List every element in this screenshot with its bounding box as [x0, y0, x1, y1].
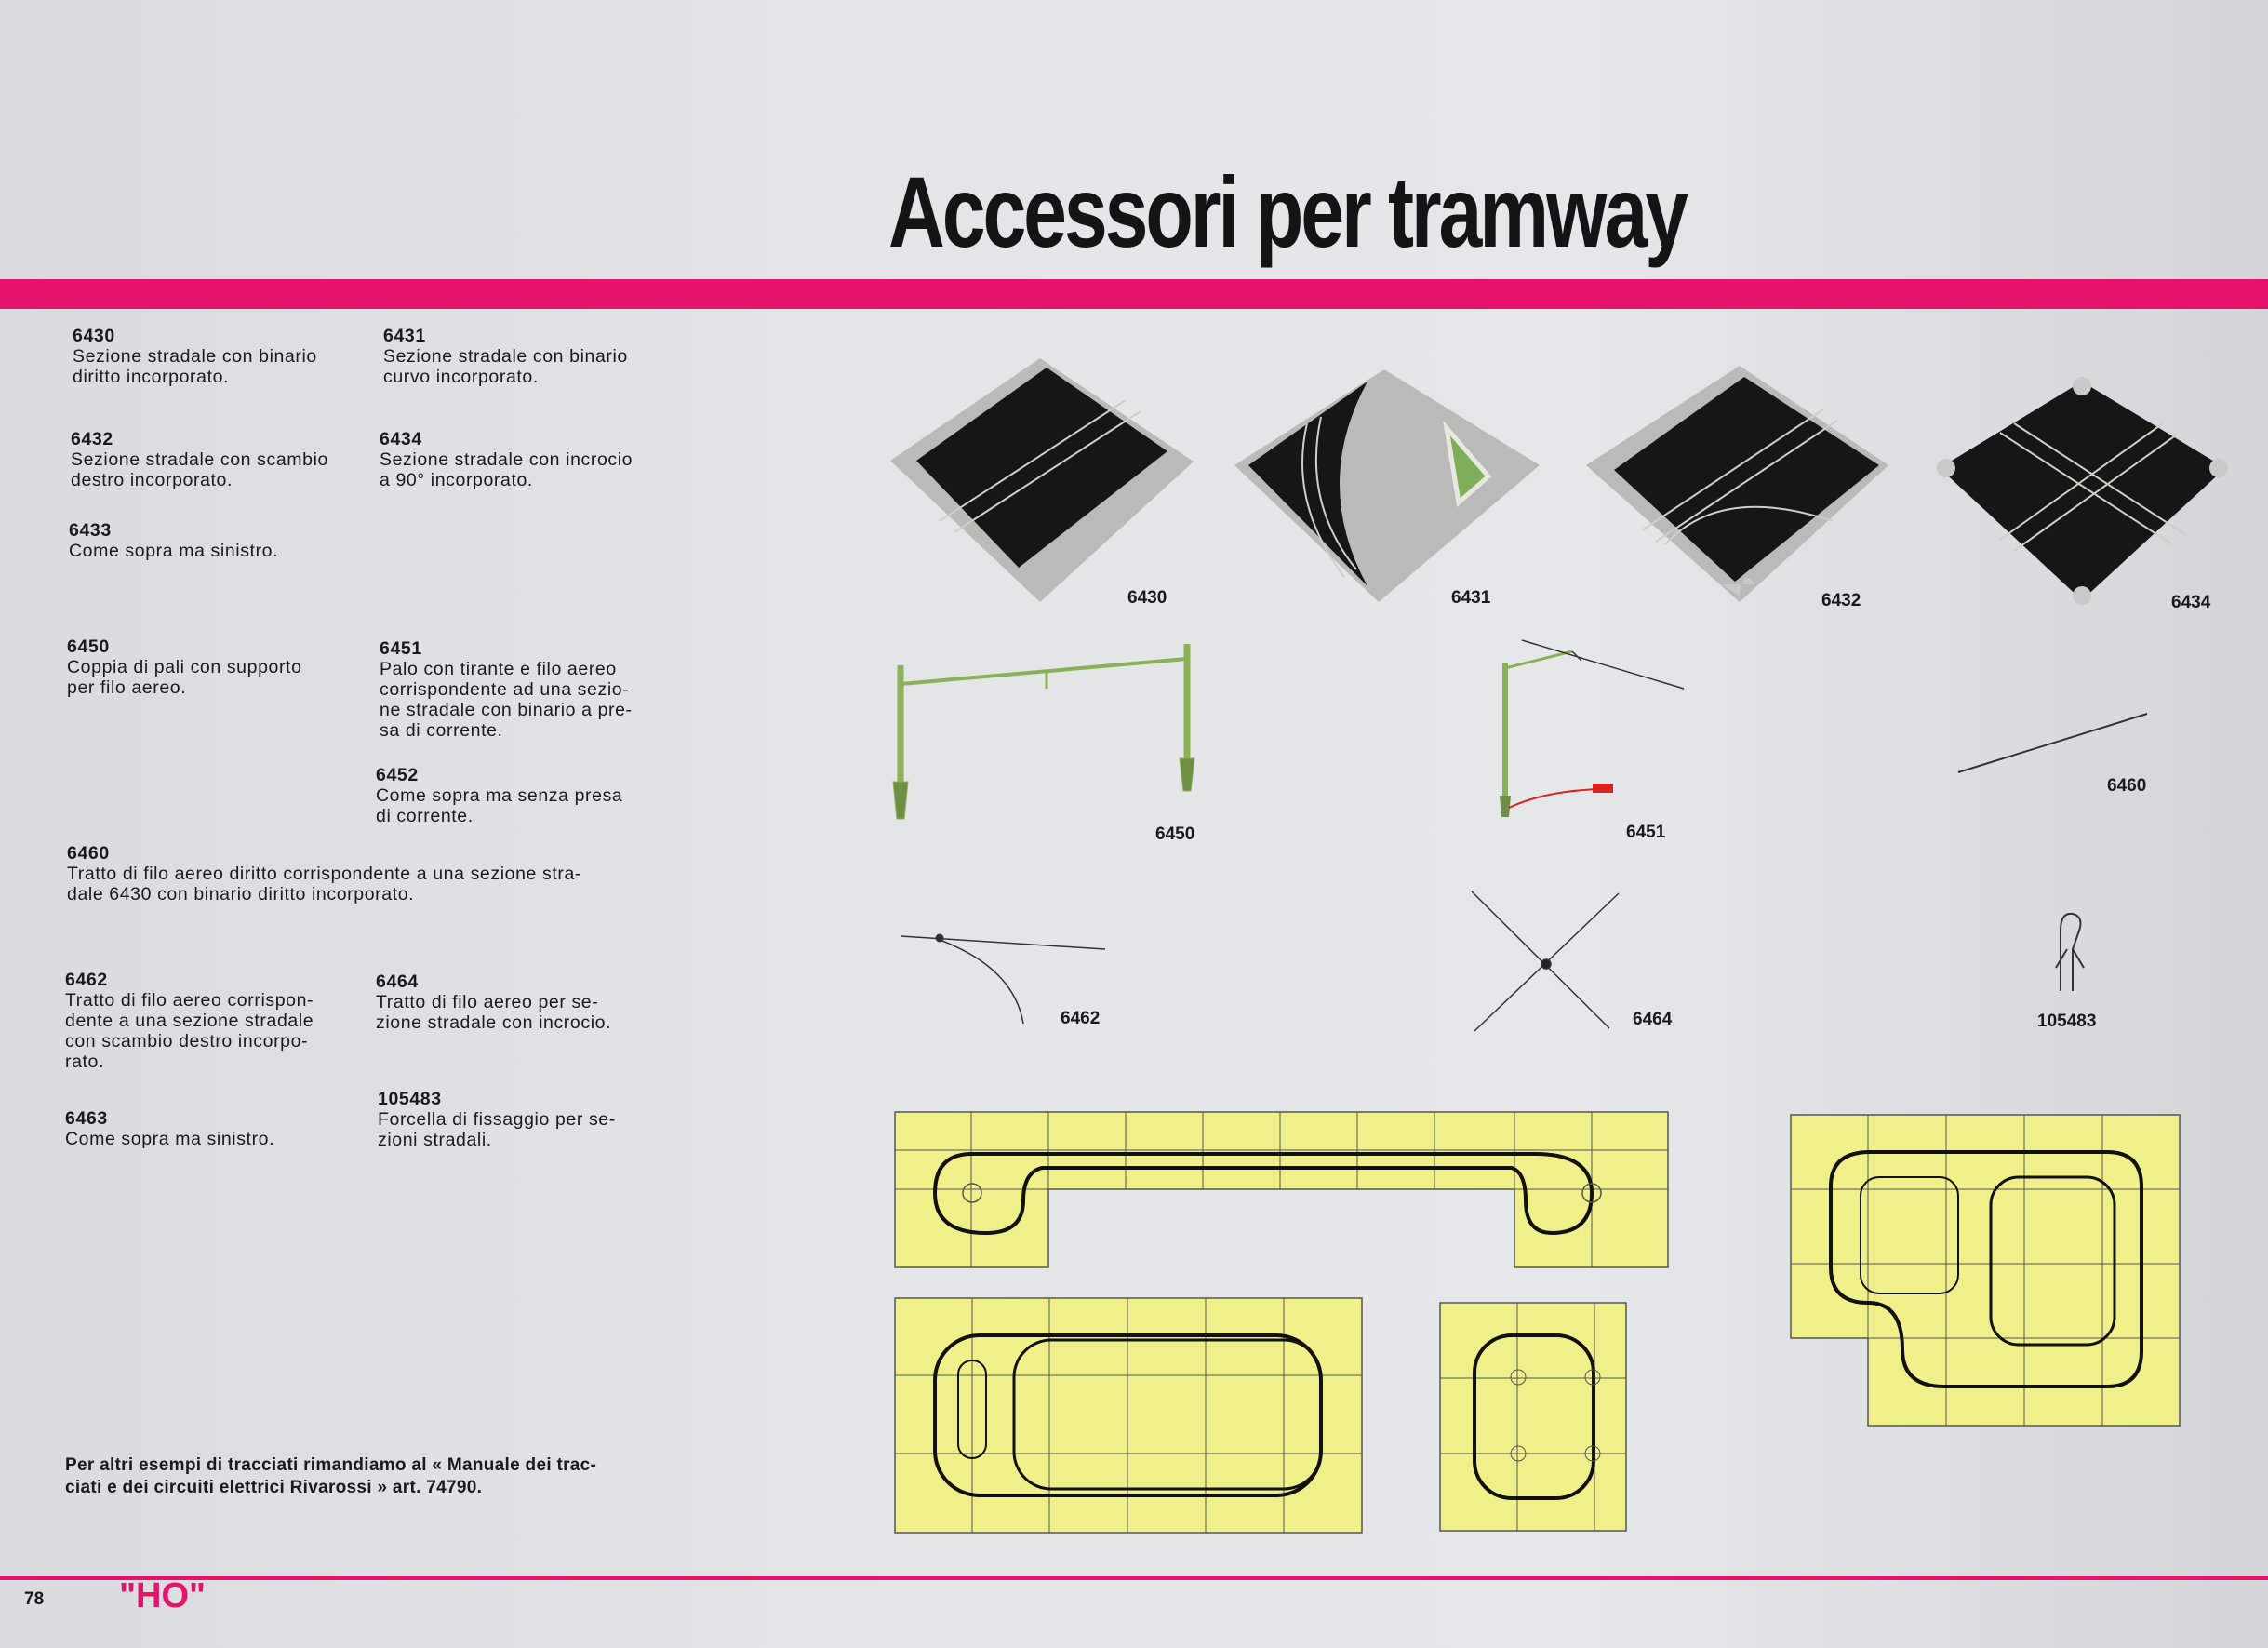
item-code: 6452: [376, 765, 419, 785]
item-6462: 6462 Tratto di filo aereo corrispon- den…: [65, 970, 314, 1072]
figure-label-6462: 6462: [1061, 1009, 1101, 1028]
track-layout-4: [1790, 1114, 2181, 1427]
item-desc: Come sopra ma sinistro.: [65, 1129, 275, 1149]
track-layout-1: [894, 1111, 1669, 1268]
item-code: 6431: [383, 326, 426, 346]
manual-reference-note: Per altri esempi di tracciati rimandiamo…: [65, 1455, 597, 1497]
track-layout-3: [1439, 1302, 1627, 1532]
footer-band: [0, 1576, 2268, 1580]
road-section-6432-image: [1586, 366, 1888, 602]
figure-label-6430: 6430: [1127, 588, 1167, 608]
item-desc: Tratto di filo aereo diritto corrisponde…: [67, 864, 582, 904]
figure-label-6464: 6464: [1633, 1010, 1673, 1029]
page-title: Accessori per tramway: [888, 155, 1688, 268]
item-desc: Palo con tirante e filo aereo corrispond…: [380, 659, 633, 741]
pole-pair-6450-image: [892, 644, 1195, 820]
item-desc: Coppia di pali con supporto per filo aer…: [67, 657, 302, 698]
item-desc: Come sopra ma senza presa di corrente.: [376, 785, 623, 826]
figure-label-6431: 6431: [1451, 588, 1491, 608]
item-code: 6463: [65, 1108, 108, 1129]
figure-label-6451: 6451: [1626, 823, 1666, 842]
item-6431: 6431 Sezione stradale con binario curvo …: [383, 326, 628, 387]
item-desc: Sezione stradale con binario curvo incor…: [383, 346, 628, 387]
item-6450: 6450 Coppia di pali con supporto per fil…: [67, 636, 302, 698]
item-6433: 6433 Come sopra ma sinistro.: [69, 520, 278, 561]
figure-label-6460: 6460: [2107, 776, 2147, 796]
item-code: 6434: [380, 429, 422, 449]
road-section-6434-image: [1937, 377, 2228, 605]
item-6432: 6432 Sezione stradale con scambio destro…: [71, 429, 328, 490]
item-code: 6451: [380, 638, 422, 659]
road-section-6431-image: [1234, 369, 1540, 602]
road-section-6430-image: [890, 358, 1194, 602]
item-105483: 105483 Forcella di fissaggio per se- zio…: [378, 1089, 616, 1150]
item-code: 6460: [67, 843, 110, 864]
item-code: 6462: [65, 970, 108, 990]
item-code: 6464: [376, 971, 419, 992]
figure-label-105483: 105483: [2037, 1012, 2097, 1031]
wire-6464-image: [1471, 891, 1620, 1032]
item-code: 6432: [71, 429, 113, 449]
item-6452: 6452 Come sopra ma senza presa di corren…: [376, 765, 622, 826]
wire-6460-image: [1957, 713, 2148, 773]
item-6463: 6463 Come sopra ma sinistro.: [65, 1108, 274, 1149]
wire-6462-image: [900, 933, 1106, 1025]
item-desc: Come sopra ma sinistro.: [69, 541, 279, 561]
figure-label-6432: 6432: [1821, 591, 1861, 610]
item-code: 105483: [378, 1089, 442, 1109]
item-6464: 6464 Tratto di filo aereo per se- zione …: [376, 971, 611, 1033]
item-code: 6433: [69, 520, 112, 541]
figure-label-6434: 6434: [2171, 593, 2211, 612]
item-desc: Sezione stradale con incrocio a 90° inco…: [380, 449, 634, 490]
track-layout-2: [894, 1297, 1363, 1534]
fixing-fork-105483-image: [2055, 912, 2085, 991]
figure-label-6450: 6450: [1155, 824, 1195, 844]
item-6434: 6434 Sezione stradale con incrocio a 90°…: [380, 429, 633, 490]
item-desc: Sezione stradale con scambio destro inco…: [71, 449, 328, 490]
page-number: 78: [24, 1589, 45, 1609]
item-6451: 6451 Palo con tirante e filo aereo corri…: [380, 638, 633, 741]
item-desc: Tratto di filo aereo per se- zione strad…: [376, 992, 612, 1033]
item-desc: Forcella di fissaggio per se- zioni stra…: [378, 1109, 616, 1150]
scale-label: "HO": [119, 1576, 207, 1615]
pole-6451-image: [1500, 639, 1685, 817]
item-code: 6430: [73, 326, 115, 346]
item-6460: 6460 Tratto di filo aereo diritto corris…: [67, 843, 581, 904]
header-band: [0, 279, 2268, 309]
item-desc: Sezione stradale con binario diritto inc…: [73, 346, 317, 387]
item-6430: 6430 Sezione stradale con binario diritt…: [73, 326, 317, 387]
item-desc: Tratto di filo aereo corrispon- dente a …: [65, 990, 314, 1072]
item-code: 6450: [67, 636, 110, 657]
